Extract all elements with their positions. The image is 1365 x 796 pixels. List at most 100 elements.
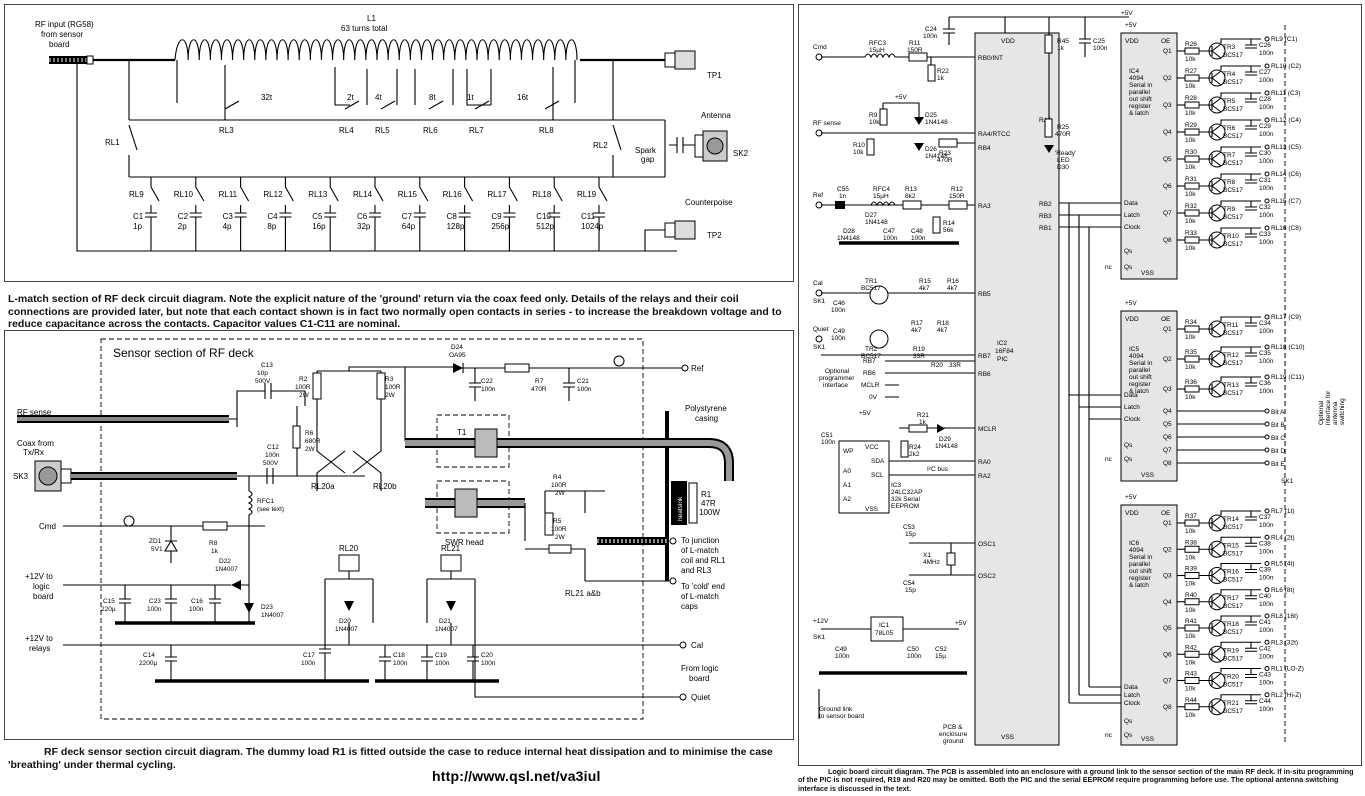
- ic4-r-label-7: R33: [1185, 230, 1197, 237]
- relay-bottom-label-5: RL14: [353, 190, 373, 199]
- ic6-tr-label-0: TR14: [1223, 516, 1239, 523]
- ic6-c-value-5: 100n: [1259, 653, 1274, 660]
- ic5-r-label-1: R35: [1185, 349, 1197, 356]
- ic6-q8: Q8: [1163, 704, 1172, 711]
- ic4-r-value-4: 10k: [1185, 164, 1196, 171]
- eeprom-scl: SCL: [871, 472, 884, 479]
- sk1-right: SK1: [1281, 478, 1294, 485]
- ic5-out-terminal-2: [1264, 374, 1270, 380]
- ic4-c-label-5: C31: [1259, 177, 1271, 184]
- pic-data-lines: [1059, 202, 1121, 228]
- ic4-r-label-5: R31: [1185, 176, 1197, 183]
- cap-branch-6: [413, 177, 429, 251]
- ic4-out-terminal-4: [1264, 144, 1270, 150]
- ic4-tr-wire-3: [1199, 124, 1222, 140]
- ic4-c-value-1: 100n: [1259, 77, 1274, 84]
- ic6-tr-label-6: TR20: [1223, 674, 1239, 681]
- cap-value-5: 32p: [357, 222, 371, 231]
- ic6-out-terminal-1: [1264, 534, 1270, 540]
- cap-branch-3: [279, 177, 294, 251]
- ic6-c-label-2: C39: [1259, 567, 1271, 574]
- cap-branch-9: [548, 177, 563, 251]
- ic5-tr-label-0: TR11: [1223, 322, 1239, 329]
- ic4-c-label-2: C28: [1259, 96, 1271, 103]
- ic4-out-terminal-2: [1264, 90, 1270, 96]
- ic6-tr-type-7: BC517: [1223, 708, 1243, 715]
- relay-bottom-label-8: RL17: [487, 190, 507, 199]
- ic4-q5: Q5: [1163, 156, 1172, 163]
- ic5-bit-label-7: Bit E: [1271, 461, 1285, 468]
- ic4-r-value-3: 10k: [1185, 137, 1196, 144]
- ic5-tr-type-2: BC517: [1223, 390, 1243, 397]
- cap-value-3: 8p: [267, 222, 276, 231]
- relay-label-RL6: RL6: [423, 126, 438, 135]
- ic4-tr-type-4: BC517: [1223, 160, 1243, 167]
- plus5-reg: +5V: [955, 620, 967, 627]
- site-url[interactable]: http://www.qsl.net/va3iul: [432, 768, 601, 784]
- ic4-tr-label-0: TR3: [1223, 44, 1236, 51]
- ic4-tr-type-6: BC517: [1223, 214, 1243, 221]
- rl21ab-label: RL21 a&b: [565, 589, 601, 598]
- cap-label-3: C4: [267, 212, 278, 221]
- ic6-q6: Q6: [1163, 651, 1172, 658]
- ic6-r-label-3: R40: [1185, 592, 1197, 599]
- t1-label: T1: [457, 428, 467, 437]
- sk2-label: SK2: [733, 149, 749, 158]
- ic6-c-label-5: C42: [1259, 645, 1271, 652]
- cap-label-9: C10: [536, 212, 551, 221]
- ic5-bit-terminal-7: [1264, 460, 1270, 466]
- ic4-resistor-7: [1184, 236, 1200, 244]
- ic4-out-terminal-6: [1264, 198, 1270, 204]
- relay-bottom-label-0: RL9: [129, 190, 144, 199]
- cap-label-4: C5: [312, 212, 323, 221]
- ic6-pin-0: Data: [1124, 684, 1138, 691]
- ic6-cap-wire-6: [1220, 667, 1261, 679]
- eeprom-ic3: [838, 440, 890, 514]
- ic4-q2: Q2: [1163, 75, 1172, 82]
- ic4-tr-type-1: BC517: [1223, 79, 1243, 86]
- ic6-out-terminal-3: [1264, 587, 1270, 593]
- relay-bottom-label-2: RL11: [219, 190, 238, 199]
- ic6-tr-wire-0: [1199, 515, 1222, 531]
- ic5-tr-type-0: BC517: [1223, 330, 1243, 337]
- cap-branch-2: [234, 177, 250, 251]
- ic5-tr-type-1: BC517: [1223, 360, 1243, 367]
- ic4-tr-wire-0: [1199, 43, 1222, 59]
- ic4-pin-0: Data: [1124, 200, 1138, 207]
- relay-label-RL5: RL5: [375, 126, 390, 135]
- ic4-cap-wire-7: [1220, 227, 1261, 238]
- cap-value-4: 16p: [312, 222, 326, 231]
- ic4-q7: Q7: [1163, 210, 1172, 217]
- ic4-out-label-7: RL16 (C8): [1271, 225, 1301, 232]
- ic6-pin-4: Qs: [1124, 732, 1133, 739]
- relay-bottom-label-10: RL19: [577, 190, 597, 199]
- ic5-tr-label-2: TR13: [1223, 382, 1239, 389]
- ic6-r-value-4: 10k: [1185, 633, 1196, 640]
- sk1-quiet: SK1: [813, 344, 826, 351]
- ic6-r-label-6: R43: [1185, 671, 1197, 678]
- ic5-bit-terminal-6: [1264, 447, 1270, 453]
- ic6-q7: Q7: [1163, 678, 1172, 685]
- ic6-tr-type-3: BC517: [1223, 603, 1243, 610]
- pic-pin-osc2: OSC2: [978, 573, 996, 580]
